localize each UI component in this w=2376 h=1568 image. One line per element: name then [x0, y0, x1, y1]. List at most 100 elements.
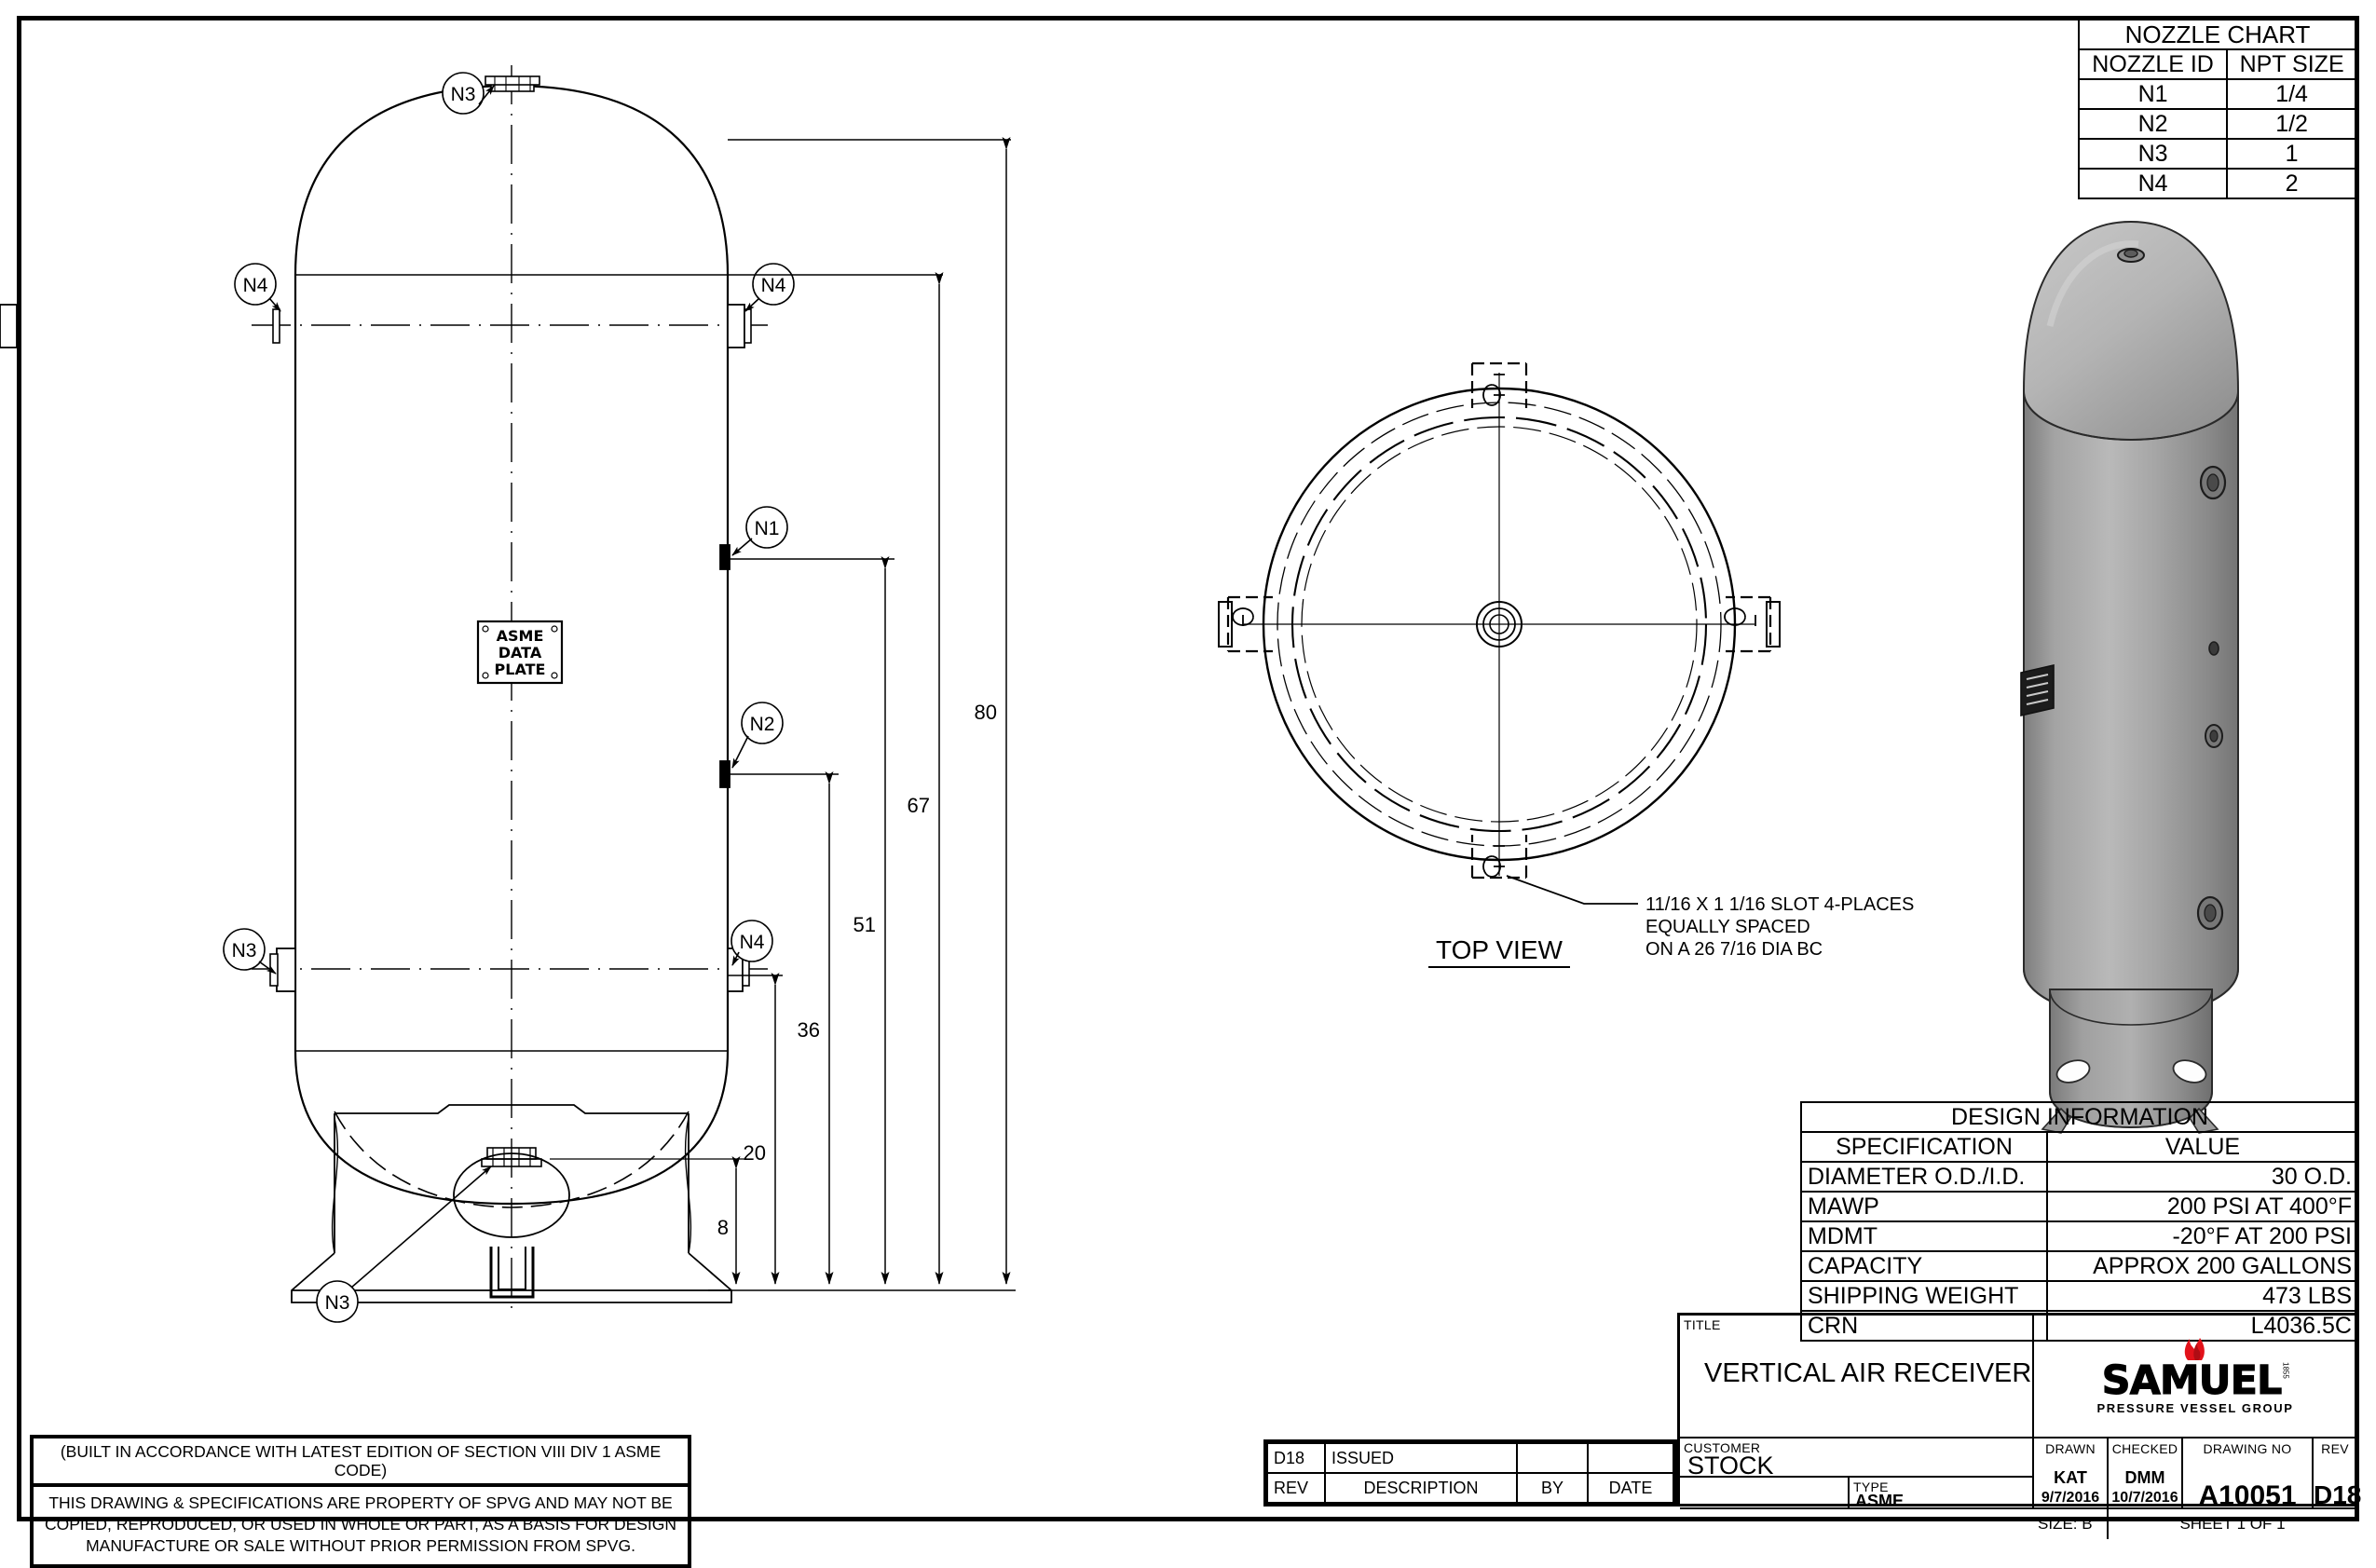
dimension-lines: [550, 137, 1016, 1291]
proprietary-note-line-2: COPIED, REPRODUCED, OR USED IN WHOLE OR …: [44, 1515, 677, 1534]
plate-line-2: DATA: [498, 644, 542, 661]
drawn-label: DRAWN: [2045, 1441, 2096, 1456]
checked-label: CHECKED: [2111, 1441, 2178, 1456]
rev-value: D18: [2314, 1480, 2362, 1509]
by-header: BY: [1516, 1472, 1589, 1504]
table-row: SHIPPING WEIGHT 473 LBS: [1800, 1280, 2359, 1312]
page-title: VERTICAL AIR RECEIVER: [1704, 1358, 2032, 1388]
sheet-border: [17, 16, 2359, 1521]
logo-wordmark: SAMUEL: [2101, 1357, 2283, 1404]
balloon-label: N3: [451, 84, 476, 105]
rev-row-id: D18: [1266, 1442, 1326, 1474]
slot-note-line-1: 11/16 X 1 1/16 SLOT 4-PLACES: [1645, 894, 1914, 915]
rev-row-date: [1587, 1442, 1674, 1474]
nozzle-chart: NOZZLE CHART NOZZLE ID NPT SIZE N1 1/4 N…: [2077, 19, 2357, 199]
rev-header: REV: [1266, 1472, 1326, 1504]
balloon-label: N3: [232, 940, 257, 961]
proprietary-note-line-3: MANUFACTURE OR SALE WITHOUT PRIOR PERMIS…: [86, 1536, 635, 1555]
spec-value: 473 LBS: [2046, 1280, 2359, 1312]
customer-label: CUSTOMER: [1684, 1440, 1761, 1455]
design-info-title: DESIGN INFORMATION: [1800, 1101, 2359, 1133]
flame-icon: [2184, 1338, 2205, 1360]
dimension-value: 80: [975, 701, 997, 724]
spec-label: DIAMETER O.D./I.D.: [1800, 1161, 2048, 1193]
balloon-label: N4: [740, 932, 765, 953]
nozzle-chart-header-id: NOZZLE ID: [2077, 48, 2229, 80]
balloon-label: N4: [243, 275, 268, 296]
balloon-label: N2: [750, 714, 775, 735]
spec-label: SHIPPING WEIGHT: [1800, 1280, 2048, 1312]
spec-value: 200 PSI AT 400°F: [2046, 1191, 2359, 1222]
table-row: N1 1/4: [2077, 78, 2357, 110]
description-header: DESCRIPTION: [1324, 1472, 1518, 1504]
drawing-no-value: A10051: [2198, 1480, 2297, 1511]
drawn-by: KAT: [2054, 1468, 2087, 1487]
spec-label: CAPACITY: [1800, 1250, 2048, 1282]
customer-cell: CUSTOMER STOCK: [1680, 1438, 2034, 1479]
plate-line-1: ASME: [497, 627, 544, 645]
drawing-no-label: DRAWING NO: [2203, 1441, 2292, 1456]
checked-cell: CHECKED DMM 10/7/2016: [2109, 1438, 2183, 1509]
design-info-header-spec: SPECIFICATION: [1800, 1131, 2048, 1163]
type-cell: TYPE ASME: [1850, 1478, 2034, 1510]
plate-line-3: PLATE: [495, 661, 546, 678]
table-row: CAPACITY APPROX 200 GALLONS: [1800, 1250, 2359, 1282]
spec-label: MDMT: [1800, 1220, 2048, 1252]
nozzle-id: N4: [2077, 168, 2229, 199]
balloon-label: N3: [325, 1292, 350, 1314]
dimension-value: 36: [798, 1018, 820, 1042]
logo-subtitle: PRESSURE VESSEL GROUP: [2096, 1401, 2294, 1415]
front-elevation-view: [0, 65, 773, 1314]
proprietary-note-line-1: THIS DRAWING & SPECIFICATIONS ARE PROPER…: [48, 1493, 673, 1512]
checked-by: DMM: [2124, 1468, 2165, 1487]
revision-block: D18 ISSUED REV DESCRIPTION BY DATE: [1263, 1439, 1677, 1507]
dimension-value: 67: [908, 794, 930, 817]
table-row: N4 2: [2077, 168, 2357, 199]
table-header-row: REV DESCRIPTION BY DATE: [1266, 1472, 1674, 1504]
type-label: TYPE: [1853, 1479, 1889, 1494]
notes-block: (BUILT IN ACCORDANCE WITH LATEST EDITION…: [30, 1435, 691, 1568]
dimension-value: 20: [744, 1141, 766, 1165]
drawing-number-cell: DRAWING NO A10051: [2183, 1438, 2314, 1511]
nozzle-size: 1: [2226, 138, 2357, 170]
balloon-label: N4: [761, 275, 786, 296]
nozzle-size: 1/2: [2226, 108, 2357, 140]
drawn-cell: DRAWN KAT 9/7/2016: [2034, 1438, 2109, 1509]
rev-row-description: ISSUED: [1324, 1442, 1518, 1474]
dimension-value: 51: [853, 913, 876, 936]
nozzle-chart-header-size: NPT SIZE: [2226, 48, 2357, 80]
sheet-size: SIZE: B: [2034, 1509, 2109, 1539]
drawing-title-cell: TITLE VERTICAL AIR RECEIVER: [1680, 1316, 2034, 1438]
top-view-label-text: TOP VIEW: [1436, 935, 1563, 964]
table-row: N3 1: [2077, 138, 2357, 170]
balloon-label: N1: [755, 518, 780, 539]
dimension-value: 8: [717, 1216, 729, 1239]
nozzle-size: 1/4: [2226, 78, 2357, 110]
top-view-slot-note: 11/16 X 1 1/16 SLOT 4-PLACES EQUALLY SPA…: [1645, 894, 1914, 960]
sheet-number: SHEET 1 OF 1: [2179, 1515, 2286, 1533]
nozzle-balloons: [223, 72, 795, 1323]
checked-date: 10/7/2016: [2111, 1490, 2178, 1506]
design-info-header-value: VALUE: [2046, 1131, 2359, 1163]
table-row: DIAMETER O.D./I.D. 30 O.D.: [1800, 1161, 2359, 1193]
table-row: MDMT -20°F AT 200 PSI: [1800, 1220, 2359, 1252]
title-block: TITLE VERTICAL AIR RECEIVER SAMUEL 1855 …: [1677, 1313, 2362, 1539]
title-label: TITLE: [1684, 1317, 1721, 1332]
customer-value: STOCK: [1687, 1452, 1774, 1479]
spec-value: APPROX 200 GALLONS: [2046, 1250, 2359, 1282]
spec-value: 30 O.D.: [2046, 1161, 2359, 1193]
nozzle-size: 2: [2226, 168, 2357, 199]
nozzle-id: N2: [2077, 108, 2229, 140]
asme-data-plate-text: ASME DATA PLATE: [495, 627, 546, 678]
top-view-label: TOP VIEW: [1428, 935, 1570, 968]
rev-label: REV: [2321, 1441, 2349, 1456]
iso-3d-view: [2020, 220, 2240, 1134]
slot-note-line-3: ON A 26 7/16 DIA BC: [1645, 939, 1823, 960]
revision-cell: REV D18: [2314, 1438, 2362, 1509]
table-row: N2 1/2: [2077, 108, 2357, 140]
date-header: DATE: [1587, 1472, 1674, 1504]
spec-label: MAWP: [1800, 1191, 2048, 1222]
proprietary-note: THIS DRAWING & SPECIFICATIONS ARE PROPER…: [34, 1487, 688, 1564]
rev-row-by: [1516, 1442, 1589, 1474]
table-row: MAWP 200 PSI AT 400°F: [1800, 1191, 2359, 1222]
